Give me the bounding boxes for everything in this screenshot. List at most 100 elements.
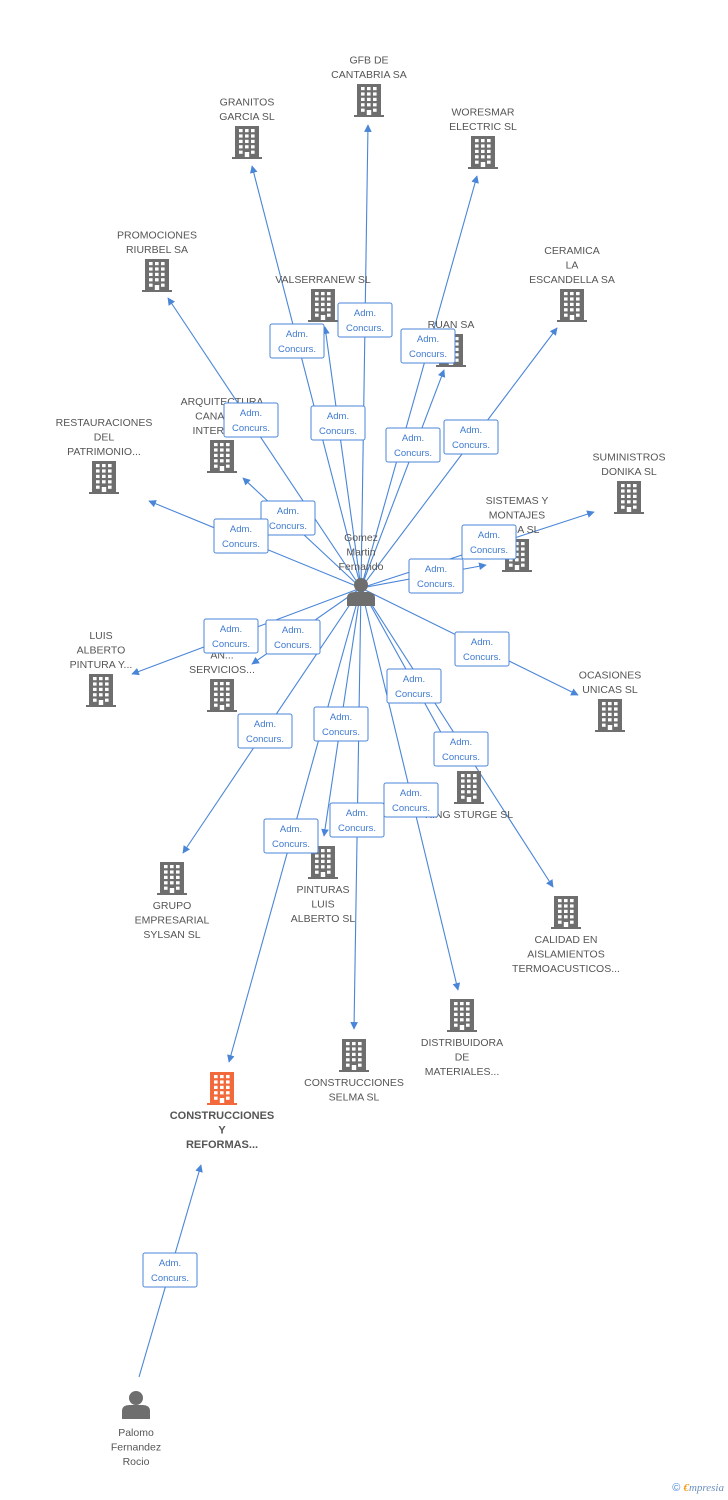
role-badge[interactable]: Adm.Concurs. <box>454 631 510 667</box>
company-node[interactable]: CALIDAD ENAISLAMIENTOSTERMOACUSTICOS... <box>512 896 620 975</box>
role-label: Adm. <box>327 411 349 422</box>
role-label: Concurs. <box>338 823 376 834</box>
brand-logo: €mpresia <box>683 1482 724 1494</box>
role-label: Adm. <box>254 719 276 730</box>
company-node[interactable]: AN...SERVICIOS... <box>189 650 255 713</box>
role-label: Concurs. <box>394 448 432 459</box>
role-badge[interactable]: Adm.Concurs. <box>433 731 489 767</box>
node-label: GFB DE <box>349 55 388 67</box>
role-label: Concurs. <box>246 734 284 745</box>
role-label: Adm. <box>230 524 252 535</box>
role-badge[interactable]: Adm.Concurs. <box>313 706 369 742</box>
node-label: ALBERTO SL <box>291 913 356 925</box>
node-label: PROMOCIONES <box>117 230 197 242</box>
role-label: Concurs. <box>452 440 490 451</box>
node-label: SYLSAN SL <box>143 929 200 941</box>
building-icon <box>207 679 237 712</box>
role-badge[interactable]: Adm.Concurs. <box>329 802 385 838</box>
node-label: Y <box>218 1125 226 1137</box>
company-node[interactable]: RESTAURACIONES DEL PATRIMONIO... <box>56 417 153 494</box>
role-label: Adm. <box>403 674 425 685</box>
role-label: Concurs. <box>395 689 433 700</box>
role-label: Adm. <box>286 329 308 340</box>
role-label: Concurs. <box>232 423 270 434</box>
node-label: DEL <box>94 432 115 444</box>
role-label: Concurs. <box>470 545 508 556</box>
role-label: Adm. <box>354 308 376 319</box>
building-icon <box>595 699 625 732</box>
role-label: Adm. <box>277 506 299 517</box>
role-label: Adm. <box>280 824 302 835</box>
role-label: Concurs. <box>346 323 384 334</box>
role-badge[interactable]: Adm.Concurs. <box>142 1252 198 1288</box>
role-badge[interactable]: Adm.Concurs. <box>213 518 269 554</box>
role-label: Concurs. <box>272 839 310 850</box>
role-badge[interactable]: Adm.Concurs. <box>269 323 325 359</box>
node-label: ESCANDELLA SA <box>529 274 615 286</box>
node-label: Palomo <box>118 1427 154 1439</box>
edge-line <box>360 124 372 589</box>
building-icon <box>557 289 587 322</box>
footer-brand[interactable]: © €mpresia <box>672 1482 724 1494</box>
copyright-icon: © <box>672 1482 681 1494</box>
role-badge[interactable]: Adm.Concurs. <box>408 558 464 594</box>
role-label: Concurs. <box>409 349 447 360</box>
role-badge[interactable]: Adm.Concurs. <box>223 402 279 438</box>
company-node[interactable]: VALSERRANEW SL <box>275 274 371 322</box>
node-label: DE <box>455 1052 470 1064</box>
node-label: ALBERTO <box>77 645 126 657</box>
role-badge[interactable]: Adm. Concurs. <box>263 818 319 854</box>
role-badge[interactable]: Adm. Concurs. <box>400 328 456 364</box>
role-badge[interactable]: Adm.Concurs. <box>383 782 439 818</box>
role-badge[interactable]: Adm.Concurs. <box>265 619 321 655</box>
node-label: PATRIMONIO... <box>67 446 141 458</box>
node-label: CERAMICA <box>544 245 599 257</box>
role-badge[interactable]: Adm. Concurs. <box>443 419 499 455</box>
node-label: Fernandez <box>111 1442 161 1454</box>
node-label: SELMA SL <box>329 1092 380 1104</box>
role-label: Adm. <box>220 624 242 635</box>
role-badge[interactable]: Adm. Concurs. <box>203 618 259 654</box>
company-node[interactable]: GFB DE CANTABRIA SA <box>331 55 407 118</box>
node-label: ELECTRIC SL <box>449 121 517 133</box>
role-badge[interactable]: Adm. Concurs. <box>386 668 442 704</box>
node-label: RESTAURACIONES <box>56 417 153 429</box>
edge-line <box>322 326 362 589</box>
role-badge[interactable]: Adm.Concurs. <box>310 405 366 441</box>
role-badge[interactable]: Adm.Concurs. <box>385 427 441 463</box>
company-node[interactable]: CONSTRUCCIONESYREFORMAS... <box>170 1072 275 1151</box>
role-badge[interactable]: Adm. Concurs. <box>337 302 393 338</box>
node-label: GRANITOS <box>220 97 275 109</box>
edge-line <box>360 369 446 589</box>
role-label: Concurs. <box>212 639 250 650</box>
role-label: Concurs. <box>463 652 501 663</box>
company-node[interactable]: DISTRIBUIDORA DE MATERIALES... <box>421 999 503 1078</box>
node-label: MATERIALES... <box>425 1066 500 1078</box>
role-label: Adm. <box>417 334 439 345</box>
role-badge[interactable]: Adm. Concurs. <box>461 524 517 560</box>
building-icon <box>454 771 484 804</box>
node-label: DISTRIBUIDORA <box>421 1037 503 1049</box>
role-label: Adm. <box>478 530 500 541</box>
company-node[interactable]: KING STURGE SL <box>425 771 513 821</box>
role-label: Adm. <box>460 425 482 436</box>
role-label: Adm. <box>450 737 472 748</box>
node-label: RUAN SA <box>428 319 475 331</box>
node-label: SISTEMAS Y <box>486 495 549 507</box>
role-badge[interactable]: Adm. Concurs. <box>237 713 293 749</box>
node-label: CANTABRIA SA <box>331 69 407 81</box>
role-badge[interactable]: Adm.Concurs. <box>260 500 316 536</box>
